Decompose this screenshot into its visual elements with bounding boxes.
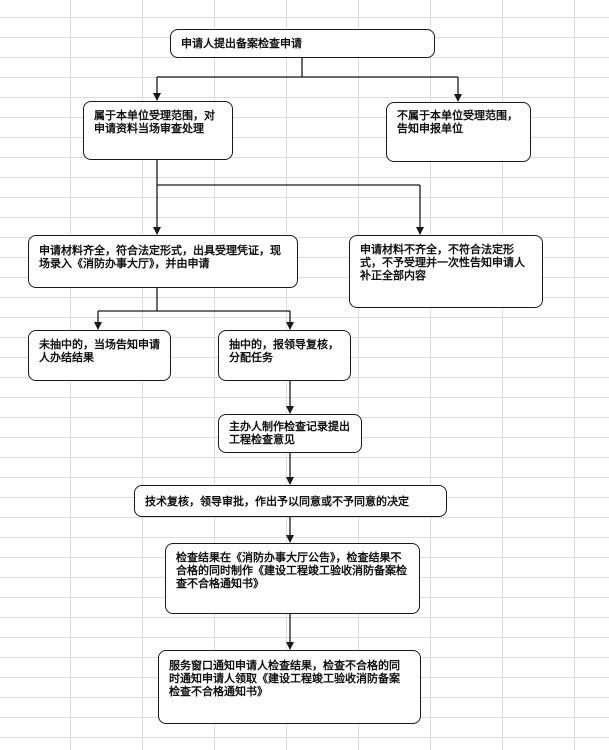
step-not-selected: 未抽中的，当场告知申请人办结结果 (28, 330, 171, 381)
step-technical-review: 技术复核，领导审批，作出予以同意或不予同意的决定 (134, 485, 447, 517)
step-materials-incomplete: 申请材料不齐全，不符合法定形式，不予受理并一次性告知申请人补正全部内容 (349, 235, 543, 308)
step-notify-applicant: 服务窗口通知申请人检查结果，检查不合格的同时通知申请人领取《建设工程竣工验收消防… (158, 650, 421, 724)
step-publish-result: 检查结果在《消防办事大厅公告》，检查结果不合格的同时制作《建设工程竣工验收消防备… (165, 543, 420, 614)
step-submit-application: 申请人提出备案检查申请 (170, 29, 435, 58)
step-within-scope: 属于本单位受理范围，对申请资料当场审查处理 (83, 101, 233, 160)
step-materials-complete: 申请材料齐全，符合法定形式，出具受理凭证，现场录入《消防办事大厅》，并由申请 (28, 235, 298, 288)
step-outside-scope: 不属于本单位受理范围，告知申报单位 (386, 102, 531, 162)
step-inspection-record: 主办人制作检查记录提出工程检查意见 (218, 414, 362, 453)
step-selected: 抽中的，报领导复核，分配任务 (218, 330, 351, 381)
